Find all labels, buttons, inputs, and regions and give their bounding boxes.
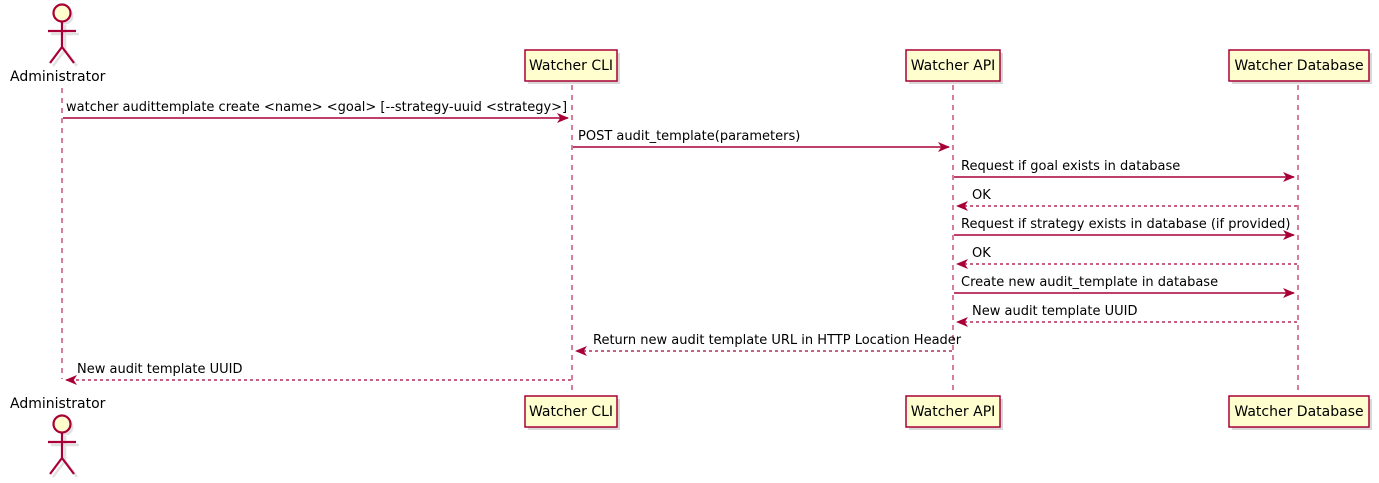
participant-box-watcher-cli-top[interactable] bbox=[524, 49, 620, 84]
actor-administrator-top[interactable] bbox=[48, 3, 79, 67]
participant-label-watcher-database-bottom: Watcher Database bbox=[1234, 404, 1364, 420]
participant-label-watcher-api-bottom: Watcher API bbox=[910, 404, 996, 420]
participant-label-watcher-api-top: Watcher API bbox=[910, 58, 996, 74]
message-label-6: OK bbox=[972, 246, 991, 261]
message-label-7: Create new audit_template in database bbox=[961, 275, 1219, 290]
participant-box-watcher-api-top[interactable] bbox=[905, 49, 1003, 84]
message-label-1: watcher audittemplate create <name> <goa… bbox=[66, 100, 568, 115]
participant-box-watcher-api-bottom[interactable] bbox=[905, 395, 1003, 430]
message-label-2: POST audit_template(parameters) bbox=[578, 129, 801, 144]
participant-box-watcher-cli-bottom[interactable] bbox=[524, 395, 620, 430]
actor-administrator-bottom[interactable] bbox=[48, 414, 79, 478]
message-label-4: OK bbox=[972, 188, 991, 203]
message-label-5: Request if strategy exists in database (… bbox=[961, 217, 1291, 232]
participant-box-watcher-database-bottom[interactable] bbox=[1228, 395, 1372, 430]
message-label-10: New audit template UUID bbox=[77, 362, 243, 377]
message-label-3: Request if goal exists in database bbox=[961, 159, 1181, 174]
message-label-9: Return new audit template URL in HTTP Lo… bbox=[593, 333, 962, 348]
participant-label-watcher-database-top: Watcher Database bbox=[1234, 58, 1364, 74]
lifelines bbox=[61, 85, 1299, 394]
participant-label-watcher-cli-top: Watcher CLI bbox=[528, 58, 614, 74]
message-arrows bbox=[63, 113, 1297, 385]
message-label-8: New audit template UUID bbox=[972, 304, 1138, 319]
participant-label-watcher-cli-bottom: Watcher CLI bbox=[528, 404, 614, 420]
participant-box-watcher-database-top[interactable] bbox=[1228, 49, 1372, 84]
actor-label-administrator-bottom: Administrator bbox=[10, 396, 106, 412]
actor-label-administrator-top: Administrator bbox=[10, 69, 106, 85]
